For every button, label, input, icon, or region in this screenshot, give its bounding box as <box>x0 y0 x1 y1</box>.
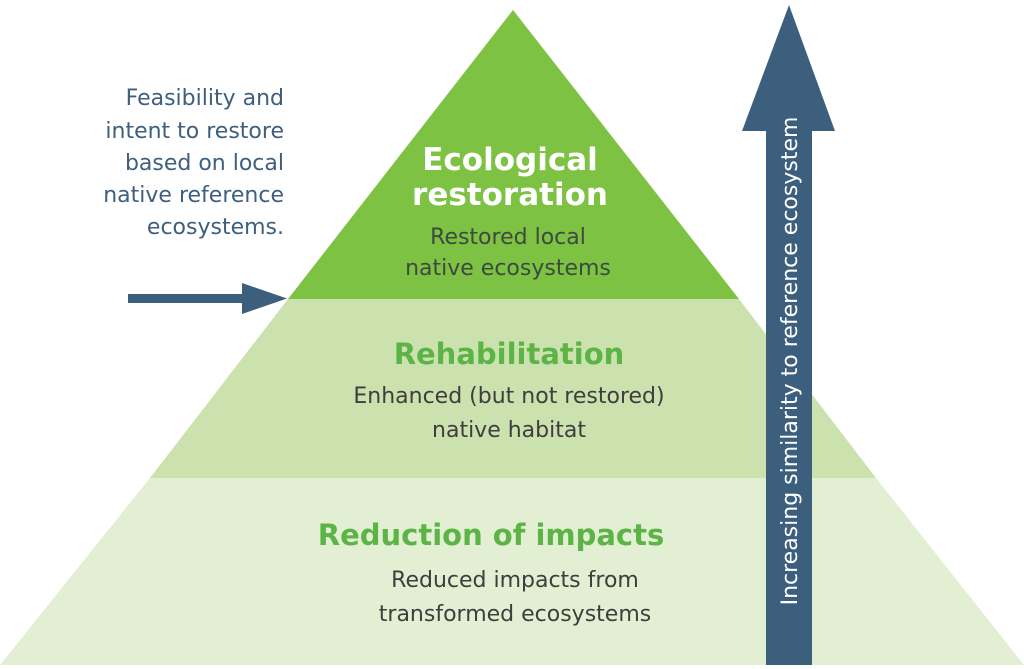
pyramid-tier-middle <box>150 299 876 478</box>
bottom-tier-desc-line1: Reduced impacts from <box>391 568 639 593</box>
top-tier-desc-line1: Restored local <box>430 225 586 250</box>
threshold-arrow-icon <box>128 283 287 314</box>
threshold-note-line2: intent to restore <box>105 119 284 144</box>
threshold-note-line5: ecosystems. <box>147 215 284 240</box>
middle-tier-desc-line1: Enhanced (but not restored) <box>353 384 664 409</box>
pyramid-tier-top <box>288 10 739 299</box>
threshold-note-line3: based on local <box>125 151 284 176</box>
threshold-note-line4: native reference <box>103 183 284 208</box>
top-tier-desc-line2: native ecosystems <box>405 256 611 281</box>
threshold-note-line1: Feasibility and <box>126 86 284 111</box>
middle-tier-desc-line2: native habitat <box>432 418 586 443</box>
similarity-arrow-label: Increasing similarity to reference ecosy… <box>778 117 803 606</box>
top-tier-title-line2: restoration <box>412 177 608 213</box>
top-tier-title-line1: Ecological <box>422 142 598 178</box>
middle-tier-title: Rehabilitation <box>394 337 625 371</box>
bottom-tier-title: Reduction of impacts <box>318 518 665 552</box>
similarity-arrow-icon <box>742 5 835 665</box>
bottom-tier-desc-line2: transformed ecosystems <box>379 602 651 627</box>
